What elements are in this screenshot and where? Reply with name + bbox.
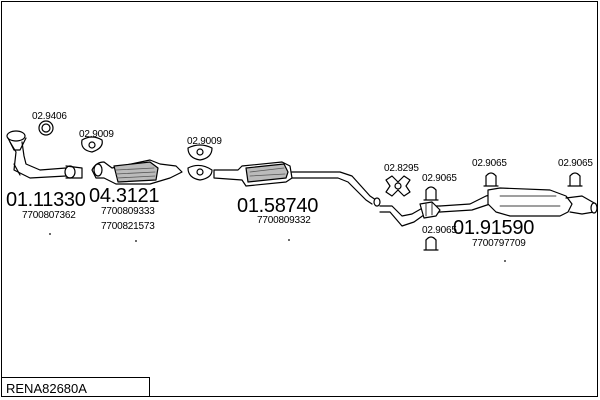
gasket-ring-icon bbox=[38, 120, 54, 136]
part-number-label: 02.9009 bbox=[79, 129, 114, 140]
part-number-label: 02.9065 bbox=[472, 158, 507, 169]
oem-reference-label: 7700807362 bbox=[22, 210, 76, 221]
clamp-kit-icon bbox=[385, 175, 411, 197]
part-number-label: 01.91590 bbox=[453, 217, 535, 239]
part-number-label: 01.11330 bbox=[6, 189, 86, 211]
oem-reference-label: 7700797709 bbox=[472, 238, 526, 249]
oem-reference-label: 7700809332 bbox=[257, 215, 311, 226]
part-number-label: 04.3121 bbox=[89, 185, 160, 207]
part-number-label: 02.9406 bbox=[32, 111, 67, 122]
rubber-hanger-icon bbox=[423, 236, 439, 251]
diagram-code-box: RENA82680A bbox=[1, 377, 150, 397]
gasket-flange-icon bbox=[187, 144, 213, 161]
front-pipe-part bbox=[6, 130, 83, 179]
rear-silencer-part bbox=[439, 187, 598, 217]
rubber-hanger-icon bbox=[483, 172, 499, 187]
diagram-code: RENA82680A bbox=[6, 381, 87, 396]
part-number-label: 01.58740 bbox=[237, 195, 319, 217]
part-number-label: 02.9009 bbox=[187, 136, 222, 147]
part-number-label: 02.9065 bbox=[558, 158, 593, 169]
part-number-label: 02.9065 bbox=[422, 173, 457, 184]
oem-reference-label: 7700821573 bbox=[101, 221, 155, 232]
middle-silencer-part bbox=[213, 161, 381, 207]
leader-dot bbox=[49, 233, 506, 262]
part-number-label: 02.8295 bbox=[384, 163, 419, 174]
catalytic-converter-part bbox=[91, 159, 183, 185]
rubber-hanger-icon bbox=[423, 186, 439, 201]
flange-joint-icon bbox=[187, 164, 213, 181]
rubber-hanger-icon bbox=[567, 172, 583, 187]
oem-reference-label: 7700809333 bbox=[101, 206, 155, 217]
intermediate-pipe-part bbox=[379, 201, 441, 227]
gasket-flange-icon bbox=[81, 136, 103, 153]
part-number-label: 02.9065 bbox=[422, 225, 457, 236]
